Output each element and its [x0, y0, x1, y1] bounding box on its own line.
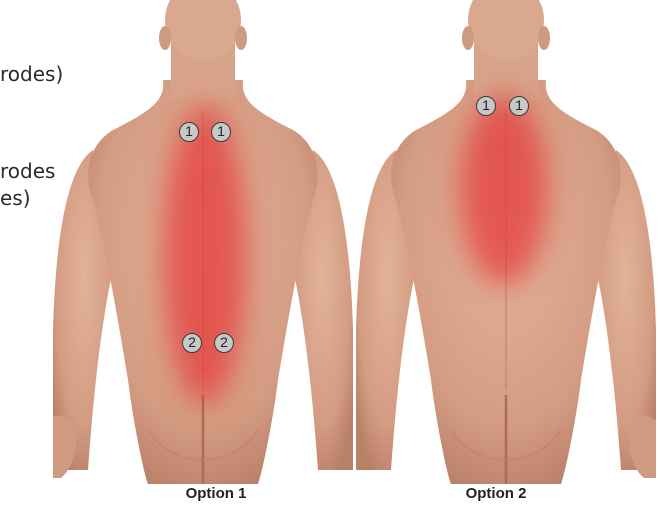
option-2-caption: Option 2: [416, 484, 576, 504]
electrode-1-left: 1: [476, 96, 496, 116]
electrode-2-right: 2: [214, 333, 234, 353]
torso-illustration-option-1: [53, 0, 353, 484]
electrode-2-left: 2: [182, 333, 202, 353]
option-2-panel: 1 1: [356, 0, 656, 484]
electrode-1-left: 1: [179, 122, 199, 142]
option-1-panel: 1 1 2 2: [53, 0, 353, 484]
electrode-1-right: 1: [509, 96, 529, 116]
legend-text-line-2: rodes: [0, 159, 55, 183]
torso-illustration-option-2: [356, 0, 656, 484]
legend-text-line-3: es): [0, 186, 31, 210]
option-1-caption: Option 1: [136, 484, 296, 504]
electrode-1-right: 1: [211, 122, 231, 142]
